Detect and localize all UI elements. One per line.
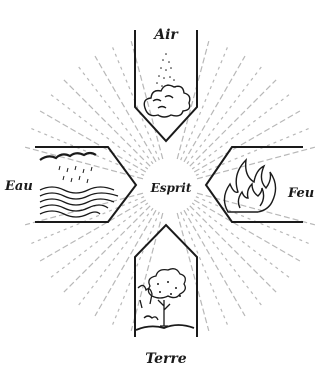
- ray: [190, 206, 276, 292]
- ray: [194, 200, 300, 261]
- ray: [192, 203, 289, 277]
- earth-frame: [135, 225, 197, 337]
- air-panel: [135, 30, 197, 141]
- fire-panel: [206, 147, 303, 222]
- ray: [95, 210, 156, 316]
- ray: [181, 212, 228, 325]
- ray: [95, 56, 156, 162]
- ray: [194, 111, 300, 172]
- earth-panel: [135, 225, 197, 337]
- ray: [31, 197, 144, 244]
- spirit-label: Esprit: [150, 181, 192, 195]
- air-particles: [156, 53, 176, 88]
- ray: [192, 95, 289, 169]
- ray: [181, 47, 228, 160]
- rain-waves-icon: [40, 153, 118, 217]
- ray: [196, 197, 309, 244]
- cloud-icon: [144, 85, 190, 117]
- ray: [184, 56, 245, 162]
- earth-texture: [157, 281, 181, 297]
- rain-drops: [59, 166, 92, 183]
- ray: [40, 200, 146, 261]
- ray: [187, 67, 261, 164]
- ray: [51, 95, 148, 169]
- fire-frame: [206, 147, 303, 222]
- ray: [40, 111, 146, 172]
- earth-label: Terre: [145, 351, 186, 367]
- ray: [184, 210, 245, 316]
- ray: [196, 129, 309, 176]
- fire-label: Feu: [287, 186, 314, 201]
- flame-icon: [224, 160, 275, 212]
- water-label: Eau: [4, 179, 33, 194]
- ray: [64, 206, 150, 292]
- ray: [31, 129, 144, 176]
- air-label: Air: [152, 27, 179, 43]
- tree-landscape-icon: [136, 269, 194, 330]
- ray: [190, 80, 276, 166]
